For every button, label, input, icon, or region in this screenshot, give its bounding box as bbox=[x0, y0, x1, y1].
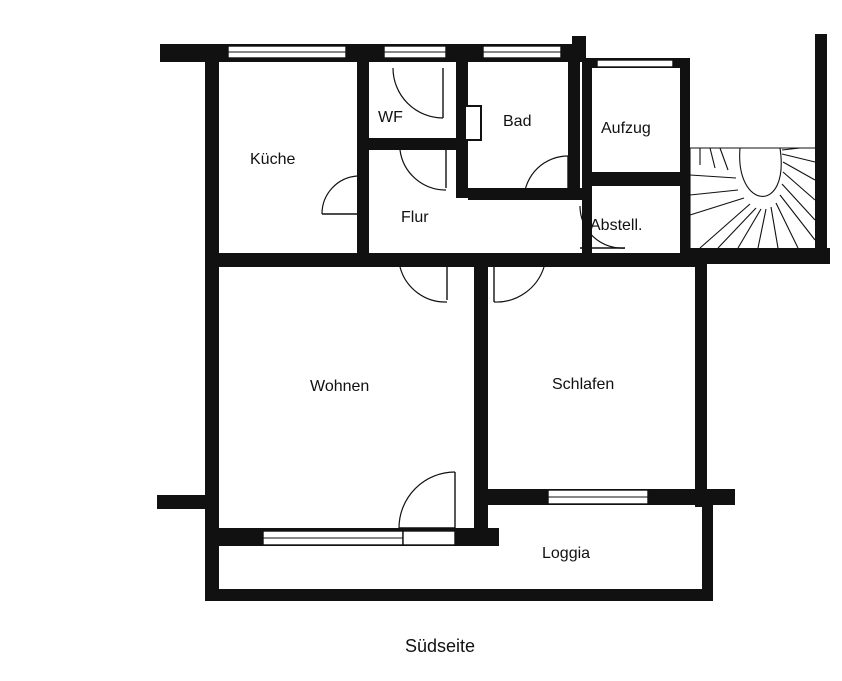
room-label-schlafen: Schlafen bbox=[552, 376, 614, 393]
room-label-kueche: Küche bbox=[250, 151, 295, 168]
room-label-bad: Bad bbox=[503, 113, 531, 130]
windows bbox=[227, 45, 674, 546]
room-label-aufzug: Aufzug bbox=[601, 120, 651, 137]
room-label-abstell: Abstell. bbox=[590, 217, 642, 234]
room-label-wf: WF bbox=[378, 109, 403, 126]
bad-fixture bbox=[464, 105, 482, 141]
room-label-loggia: Loggia bbox=[542, 545, 590, 562]
room-label-flur: Flur bbox=[401, 209, 429, 226]
staircase bbox=[689, 147, 816, 249]
doors bbox=[321, 67, 626, 546]
orientation-caption: Südseite bbox=[405, 636, 475, 656]
walls bbox=[157, 34, 830, 601]
room-labels: Küche WF Bad Aufzug Flur Abstell. Wohnen… bbox=[250, 109, 651, 562]
room-label-wohnen: Wohnen bbox=[310, 378, 369, 395]
